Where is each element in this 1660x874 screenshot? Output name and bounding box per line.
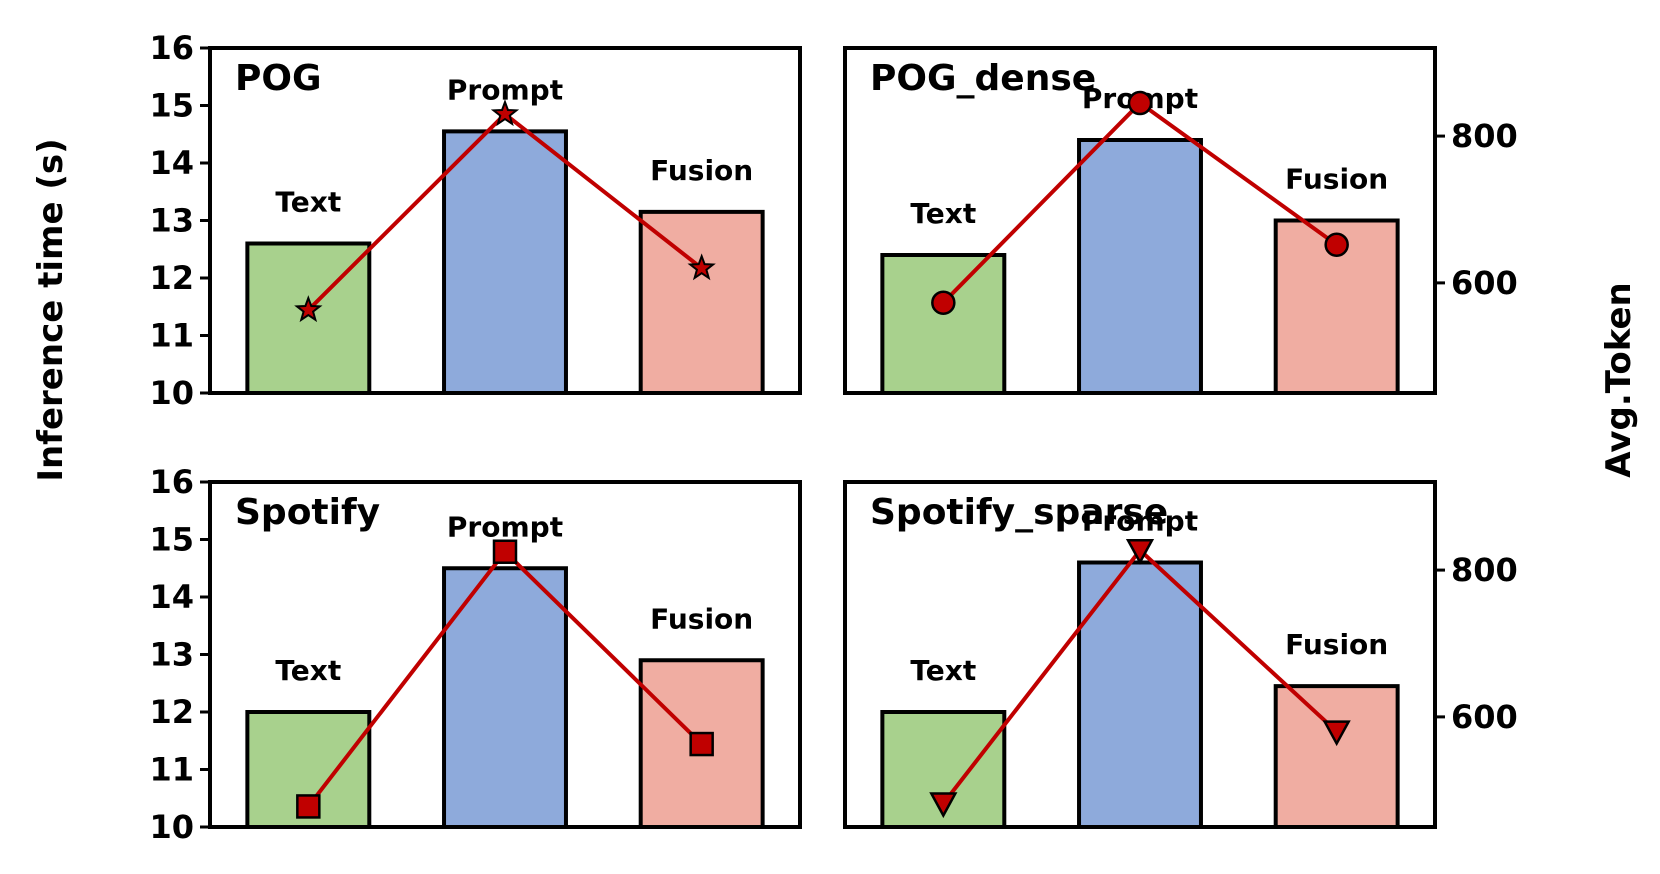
y-tick-label: 14 <box>149 578 194 616</box>
bar-label-text: Text <box>910 654 976 687</box>
bar-prompt <box>442 129 568 395</box>
y2-tick-label: 800 <box>1451 551 1518 589</box>
panels: TextPromptFusionPOG10111213141516TextPro… <box>149 29 1517 846</box>
y-tick-label: 14 <box>149 144 194 182</box>
y-tick-label: 11 <box>149 317 194 355</box>
plot-frame <box>843 480 1437 829</box>
panel-title: Spotify_sparse <box>870 492 1168 533</box>
y-tick-label: 15 <box>149 87 194 125</box>
bar-fusion <box>1273 684 1400 829</box>
bar-label-fusion: Fusion <box>1285 628 1388 661</box>
token-marker-fusion <box>689 731 714 757</box>
panel-title: POG_dense <box>870 58 1096 99</box>
bar-label-prompt: Prompt <box>447 510 563 543</box>
y-tick-label: 10 <box>149 374 194 412</box>
token-marker-fusion <box>1322 720 1351 747</box>
bar-label-text: Text <box>275 186 341 219</box>
y-tick-label: 16 <box>149 463 194 501</box>
token-marker-text <box>929 792 958 819</box>
token-marker-text <box>296 794 321 819</box>
y-tick-label: 13 <box>149 636 194 674</box>
y2-tick-label: 800 <box>1451 117 1518 155</box>
y-tick-label: 12 <box>149 259 194 297</box>
panel-title: POG <box>235 58 322 99</box>
left-axis-title: Inference time (s) <box>31 138 71 481</box>
token-marker-text <box>294 295 323 323</box>
y-tick-label: 16 <box>149 29 194 67</box>
right-axis-title: Avg.Token <box>1599 282 1639 478</box>
token-marker-prompt <box>492 539 518 564</box>
y2-tick-label: 600 <box>1451 264 1518 302</box>
bar-label-prompt: Prompt <box>1082 505 1198 538</box>
y-tick-label: 15 <box>149 521 194 559</box>
token-marker-fusion <box>1324 232 1349 257</box>
token-marker-text <box>931 290 956 315</box>
panel-title: Spotify <box>235 492 380 533</box>
token-marker-prompt <box>1125 539 1155 565</box>
token-marker-prompt <box>490 99 520 127</box>
token-marker-prompt <box>1127 90 1153 116</box>
y2-tick-label: 600 <box>1451 698 1518 736</box>
bar-label-fusion: Fusion <box>1285 163 1388 196</box>
bar-label-text: Text <box>910 197 976 230</box>
y-tick-label: 10 <box>149 808 194 846</box>
plot-frame <box>843 46 1437 395</box>
bar-prompt <box>1077 138 1203 395</box>
bar-fusion <box>638 209 765 395</box>
y-tick-label: 13 <box>149 202 194 240</box>
y-tick-label: 11 <box>149 751 194 789</box>
bar-label-fusion: Fusion <box>650 154 753 187</box>
bar-text <box>880 253 1007 395</box>
bar-label-fusion: Fusion <box>650 602 753 635</box>
y-tick-label: 12 <box>149 693 194 731</box>
bar-label-text: Text <box>275 654 341 687</box>
token-marker-fusion <box>687 253 716 281</box>
bar-prompt <box>1077 560 1203 829</box>
